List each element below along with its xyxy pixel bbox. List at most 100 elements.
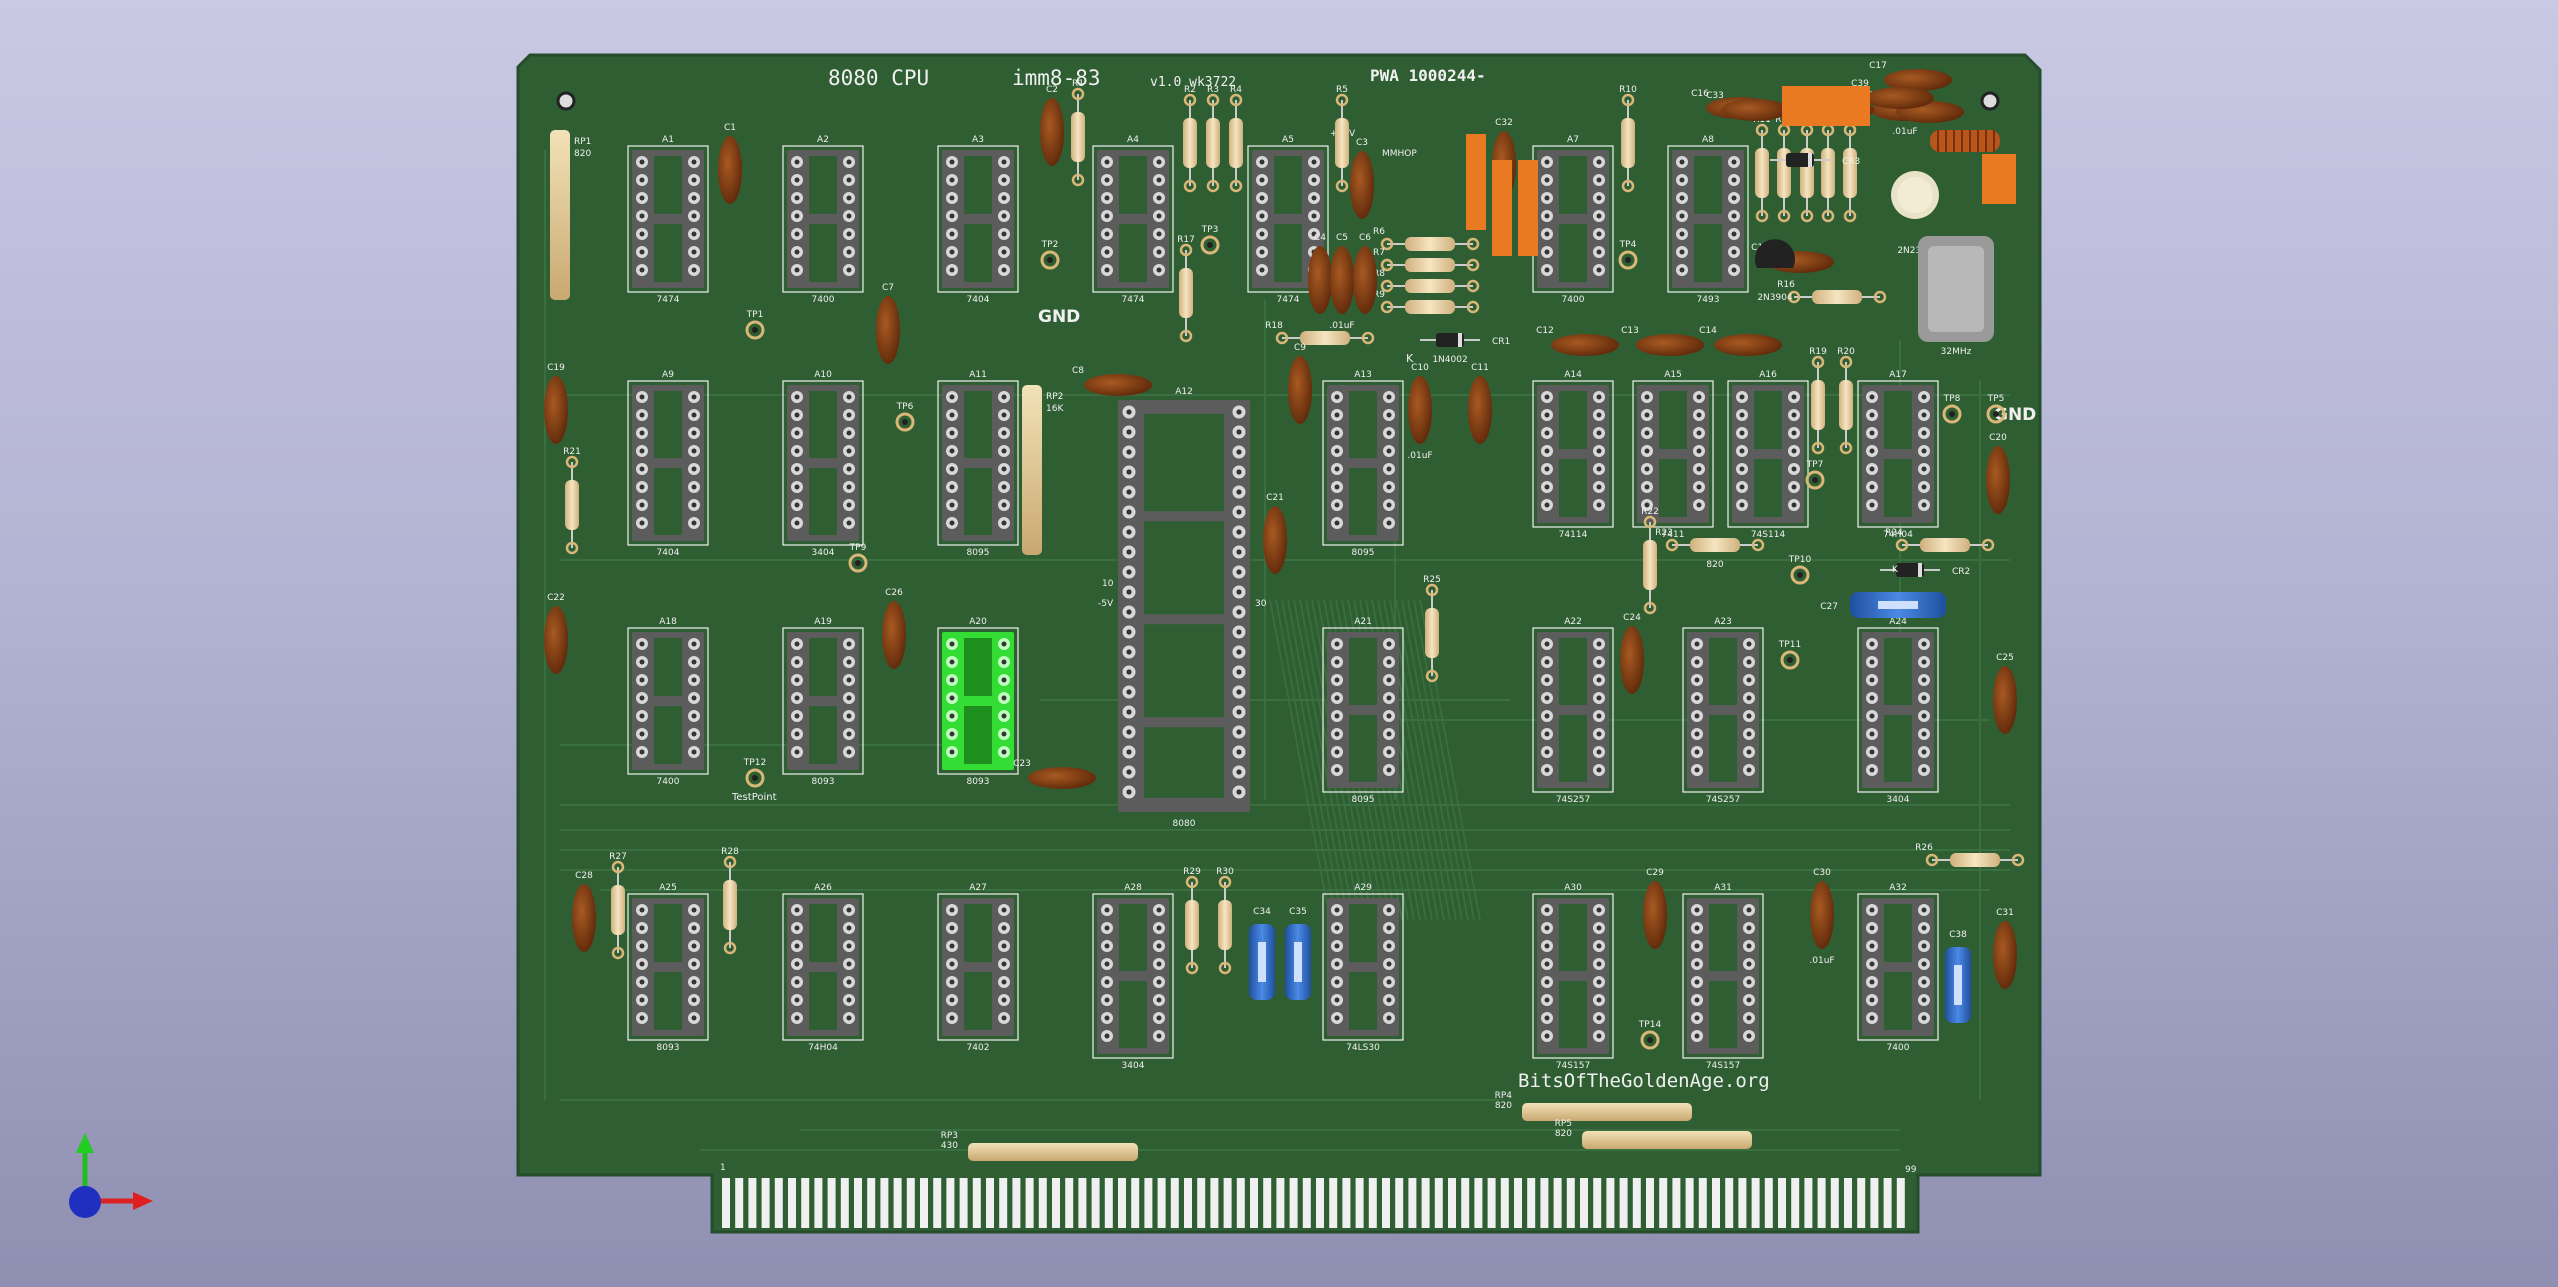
capacitor-c30[interactable]: C30.01uF <box>1809 868 1834 966</box>
capacitor-c11[interactable]: C11 <box>1468 363 1492 444</box>
capacitor-c2[interactable]: C2 <box>1040 85 1064 166</box>
resistor-r16[interactable]: R16 <box>1777 280 1887 304</box>
capacitor-c7[interactable]: C7 <box>876 283 900 364</box>
testpoint-tp10[interactable]: TP10 <box>1788 555 1812 585</box>
capacitor-c28[interactable]: C28 <box>572 871 596 952</box>
capacitor-c23[interactable]: C23 <box>1013 759 1096 789</box>
electrolytic-c38[interactable]: C38 <box>1945 930 1971 1023</box>
resistor-r10[interactable]: R10 <box>1619 85 1637 193</box>
axis-orientation-icon[interactable] <box>55 1125 165 1235</box>
capacitor-c13[interactable]: C13 <box>1621 326 1704 356</box>
resistor-r18[interactable]: R18 <box>1265 321 1375 345</box>
capacitor-c14[interactable]: C14 <box>1699 326 1782 356</box>
capacitor-c8[interactable]: C8 <box>1072 366 1152 396</box>
capacitor-c6[interactable]: C6 <box>1353 233 1377 314</box>
transistor-q1[interactable]: 2N3904 <box>1755 239 1796 303</box>
inductor-l1[interactable] <box>1930 130 2000 152</box>
testpoint-tp14[interactable]: TP14 <box>1638 1020 1662 1050</box>
resistor-r5[interactable]: R5 <box>1335 85 1349 193</box>
resistor-r17[interactable]: R17 <box>1177 235 1195 343</box>
resistor-r4[interactable]: R4 <box>1229 85 1243 193</box>
capacitor-c17[interactable]: C17 <box>1869 61 1952 91</box>
resistor-r8[interactable]: R8 <box>1373 269 1480 293</box>
resistor-r20[interactable]: R20 <box>1837 347 1855 455</box>
resistor-r9[interactable]: R9 <box>1373 290 1480 314</box>
resistor-r19[interactable]: R19 <box>1809 347 1827 455</box>
resistor-r30[interactable]: R30 <box>1216 867 1234 975</box>
relay-k1[interactable] <box>1466 86 2016 256</box>
resistor-r27[interactable]: R27 <box>609 852 627 960</box>
resistor-r3[interactable]: R3 <box>1206 85 1220 193</box>
testpoint-tp3[interactable]: TP3 <box>1200 225 1220 255</box>
testpoint-tp4[interactable]: TP4 <box>1618 240 1638 270</box>
capacitor-c39[interactable]: C39 <box>1851 79 1934 109</box>
resistor-r26[interactable]: R26 <box>1915 843 2025 867</box>
capacitor-c22[interactable]: C22 <box>544 593 568 674</box>
capacitor-c10[interactable]: C10.01uF <box>1407 363 1432 461</box>
testpoint-tp11[interactable]: TP11 <box>1778 640 1801 670</box>
resistor-r2[interactable]: R2 <box>1183 85 1197 193</box>
capacitor-c19[interactable]: C19 <box>544 363 568 444</box>
resistor-r29[interactable]: R29 <box>1183 867 1201 975</box>
capacitor-c20[interactable]: C20 <box>1986 433 2010 514</box>
electrolytic-c35[interactable]: C35 <box>1285 907 1311 1000</box>
capacitor-c5[interactable]: C5.01uF <box>1329 233 1354 331</box>
capacitor-c33[interactable]: C33 <box>1706 91 1789 121</box>
testpoint-tp5[interactable]: TP5 <box>1986 394 2006 424</box>
testpoint-tp12[interactable]: TP12 <box>743 758 766 788</box>
resistor-r25[interactable]: R25 <box>1423 575 1441 683</box>
capacitor-c1[interactable]: C1 <box>718 123 742 204</box>
resistor-r22[interactable]: R22 <box>1641 507 1659 615</box>
electrolytic-c27[interactable]: C27 <box>1820 592 1946 618</box>
capacitor-c9[interactable]: C9 <box>1288 343 1312 424</box>
capacitor-c4[interactable]: C4 <box>1308 233 1332 314</box>
capacitor-c31[interactable]: C31 <box>1993 908 2017 989</box>
capacitor-c25[interactable]: C25 <box>1993 653 2017 734</box>
capacitor-c24[interactable]: C24 <box>1620 613 1644 694</box>
resistor-r24[interactable]: R24 <box>1885 528 1995 552</box>
capacitor-c21[interactable]: C21 <box>1263 493 1287 574</box>
electrolytic-c34[interactable]: C34 <box>1249 907 1275 1000</box>
diode-cr3[interactable]: CR3 <box>1770 153 1860 167</box>
resistor-r28[interactable]: R28 <box>721 847 739 955</box>
testpoint-tp7[interactable]: TP7 <box>1805 460 1825 490</box>
testpoint-tp9[interactable]: TP9 <box>848 543 868 573</box>
capacitor-c3[interactable]: C3 <box>1350 138 1374 219</box>
resistor-r1[interactable]: R1 <box>1071 79 1085 187</box>
testpoint-tp1[interactable]: TP1 <box>745 310 765 340</box>
resistor-r6[interactable]: R6 <box>1373 227 1480 251</box>
testpoint-tp6[interactable]: TP6 <box>895 402 915 432</box>
resistor-r21[interactable]: R21 <box>563 447 581 555</box>
